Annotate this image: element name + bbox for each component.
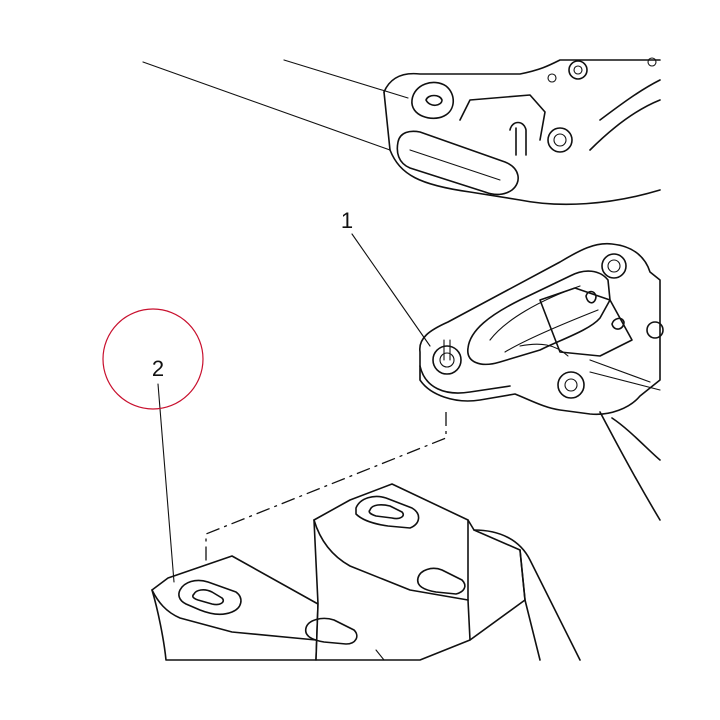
part-2-lower-mount <box>151 483 581 661</box>
callout-highlight-circle <box>102 308 204 410</box>
leader-line-1 <box>351 233 431 347</box>
assembly-guide-lines <box>205 412 447 660</box>
part-1-bracket <box>419 242 664 521</box>
leader-lines <box>157 233 431 583</box>
upper-frame-assembly <box>142 57 661 206</box>
leader-line-2 <box>157 383 175 583</box>
callout-label-1: 1 <box>341 208 353 233</box>
callout-label-2: 2 <box>152 356 164 381</box>
